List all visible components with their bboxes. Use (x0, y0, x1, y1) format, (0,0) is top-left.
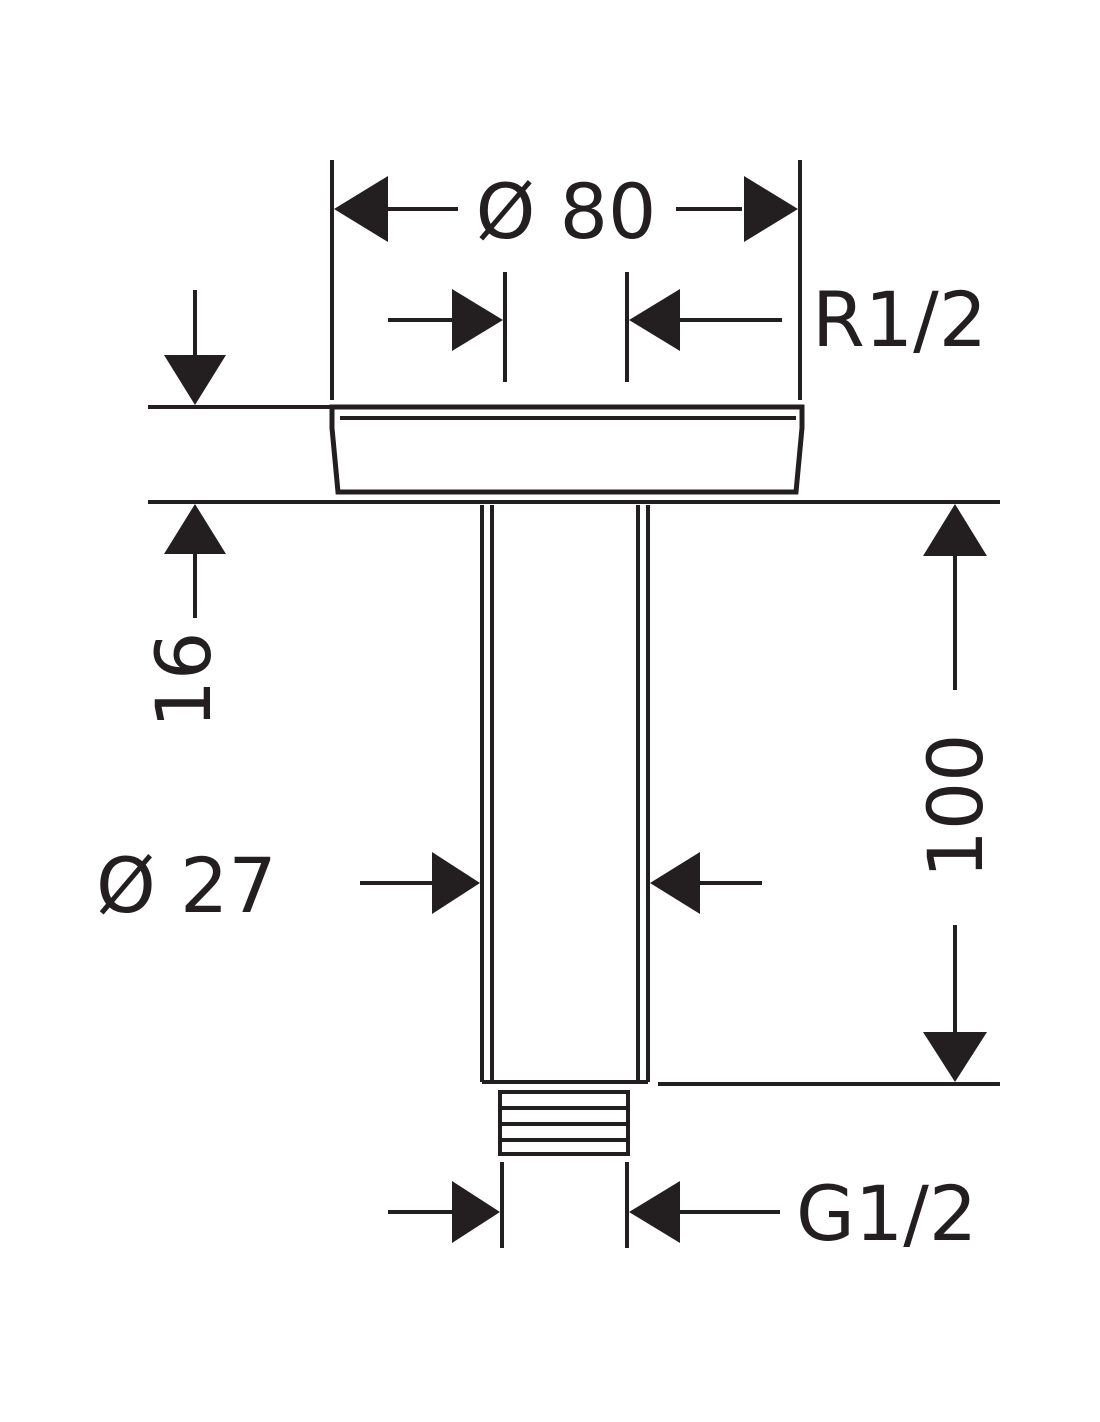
flange-body (329, 404, 805, 495)
arrow-left-icon (650, 852, 700, 914)
threaded-outlet (498, 1090, 630, 1156)
label-outlet-thread: G1/2 (796, 1169, 977, 1258)
label-pipe-length: 100 (911, 733, 1000, 878)
dim-pipe-diameter: Ø 27 (96, 841, 762, 930)
dim-inlet-thread: R1/2 (388, 272, 987, 382)
arrow-right-icon (452, 289, 503, 351)
arrow-down-icon (923, 1032, 987, 1082)
arrow-left-icon (334, 176, 388, 242)
arrow-down-icon (164, 355, 226, 405)
dim-flange-diameter: Ø 80 (330, 160, 802, 400)
arrow-up-icon (923, 504, 987, 556)
label-flange-height: 16 (139, 632, 228, 729)
dim-flange-height: 16 (139, 290, 1000, 728)
part-outline (329, 404, 805, 1156)
arrow-right-icon (744, 176, 798, 242)
arrow-left-icon (629, 289, 680, 351)
arrow-right-icon (452, 1181, 500, 1243)
dim-pipe-length: 100 (658, 504, 1000, 1086)
label-inlet-thread: R1/2 (812, 275, 987, 364)
label-pipe-diameter: Ø 27 (96, 841, 277, 930)
pipe (480, 505, 650, 1084)
label-flange-diameter: Ø 80 (476, 167, 657, 256)
arrow-right-icon (432, 852, 480, 914)
arrow-left-icon (629, 1181, 680, 1243)
dim-outlet-thread: G1/2 (388, 1162, 977, 1258)
arrow-up-icon (164, 504, 226, 554)
